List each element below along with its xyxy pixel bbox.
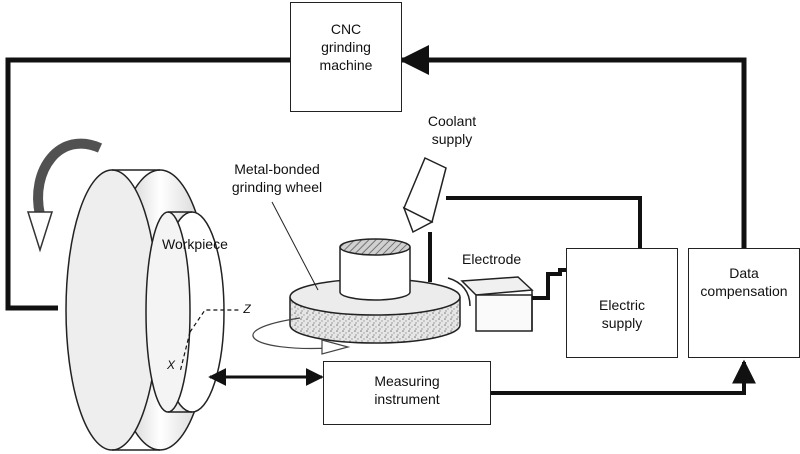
coolant-nozzle xyxy=(402,156,447,234)
grinding-wheel xyxy=(289,238,461,344)
rotation-arrowhead-wheel xyxy=(321,339,351,355)
rotation-arrow-wheel xyxy=(252,317,331,350)
electrode-block xyxy=(447,276,534,332)
wire-electrode-to-supply xyxy=(532,268,578,300)
electrode-label: Electrode xyxy=(462,251,522,267)
axis-x-label: X xyxy=(166,358,175,372)
cnc-label: CNC grinding machine xyxy=(319,21,373,73)
data-compensation-box xyxy=(688,248,800,358)
measuring-instrument-box xyxy=(323,361,491,425)
electric-supply-label: Electric supply xyxy=(599,297,645,331)
measure-to-data-wire xyxy=(490,359,756,395)
loop-wire-top xyxy=(399,45,747,248)
axis-z-line xyxy=(189,309,240,333)
measuring-instrument-label: Measuring instrument xyxy=(374,373,440,407)
wheel-label: Metal-bonded grinding wheel xyxy=(231,161,323,195)
data-compensation-label: Data compensation xyxy=(700,265,788,299)
workpiece-label: Workpiece xyxy=(162,236,228,252)
loop-wire-left xyxy=(5,57,290,311)
wheel-leader-line xyxy=(271,201,319,291)
cnc-box xyxy=(290,2,402,112)
rotation-arrow-chuck xyxy=(33,138,103,217)
workpiece xyxy=(145,211,225,413)
electric-supply-box xyxy=(566,248,678,358)
coolant-label: Coolant supply xyxy=(427,113,477,147)
axis-z-label: Z xyxy=(243,302,251,316)
rotation-arrowhead-chuck xyxy=(26,211,54,253)
wire-top-to-supply xyxy=(446,196,642,262)
